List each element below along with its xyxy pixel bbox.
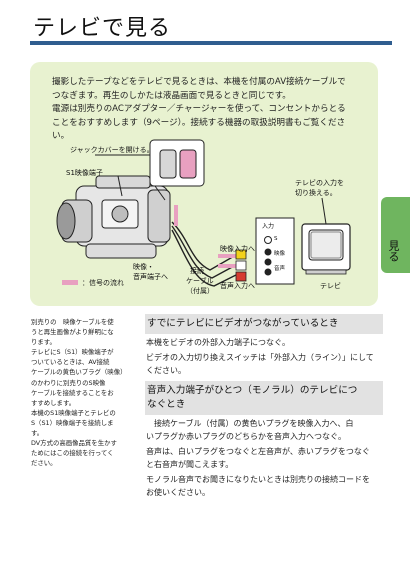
side-note: 別売りの 映像ケーブルを使 うと再生画像がより鮮明にな ります。 テレビにS（S…: [31, 317, 139, 468]
port-s-label: S: [274, 236, 278, 242]
section-paragraph: ビデオの入力切り換えスイッチは「外部入力（ライン）」にして: [146, 353, 374, 362]
signal-flow-label: ：信号の流れ: [82, 279, 124, 287]
tv-switch-label: テレビの入力を: [295, 179, 344, 187]
port-video-label: 映像: [274, 251, 286, 257]
section-paragraph: 本機をビデオの外部入力端子につなぐ。: [146, 338, 290, 347]
note-line: ります。: [31, 338, 56, 347]
intro-line: 撮影したテープなどをテレビで見るときは、本機を付属のAV接続ケーブルで: [52, 77, 346, 87]
section-line: と右音声が聞こえます。: [146, 460, 234, 469]
section-heading-line: 音声入力端子がひとつ（モノラル）のテレビにつ: [147, 385, 358, 396]
s1-terminal-label: S1映像端子: [66, 169, 103, 177]
intro-line: つなぎます。再生のしかたは液晶画面で見るときと同じです。: [52, 90, 291, 101]
section-heading: すでにテレビにビデオがつながっているとき: [145, 314, 383, 334]
intro-line: ことをおすすめします（9ページ）。接続する機器の取扱説明書もご覧くださ: [52, 117, 346, 128]
section-line: 接続ケーブル（付属）の黄色いプラグを映像入力へ、白: [146, 419, 354, 428]
audio-in-label: 音声入力へ: [220, 282, 255, 290]
tv-input-panel: [255, 217, 295, 285]
cable-label: （付属）: [186, 287, 214, 295]
cable-label: 接続: [190, 267, 204, 275]
note-line: す。: [31, 429, 44, 438]
note-line: 別売りの 映像ケーブルを使: [31, 318, 114, 326]
av-out-label: 音声端子へ: [133, 273, 168, 281]
section-body: 本機をビデオの外部入力端子につなぐ。 ビデオの入力切り換えスイッチは「外部入力（…: [146, 336, 382, 379]
note-line: ケーブルを接続することをお: [31, 388, 114, 397]
section-tab-label: 見る: [387, 240, 400, 262]
camcorder-illustration: [56, 175, 171, 259]
section-heading: 音声入力端子がひとつ（モノラル）のテレビにつ なぐとき: [145, 381, 383, 415]
note-line: うと再生画像がより鮮明にな: [31, 328, 114, 337]
cable-label: ケーブル: [186, 277, 214, 285]
section-line: 音声は、白いプラグをつなぐと左音声が、赤いプラグをつなぐ: [146, 447, 370, 456]
section-line: モノラル音声でお聞きになりたいときは別売りの接続コードを: [146, 475, 370, 484]
input-panel-label: 入力: [262, 223, 275, 230]
note-line: DV方式の高画像品質を生かす: [31, 439, 117, 448]
tv-illustration: [301, 223, 351, 275]
section-line: お使いください。: [146, 488, 210, 497]
tv-label: テレビ: [320, 282, 341, 290]
section-line: いプラグか赤いプラグのどちらかを音声入力へつなぐ。: [146, 432, 346, 441]
section-tab: [381, 197, 410, 273]
intro-text: 撮影したテープなどをテレビで見るときは、本機を付属のAV接続ケーブルで つなぎま…: [52, 76, 367, 144]
intro-line: い。: [52, 131, 70, 142]
signal-legend-swatch: [62, 280, 78, 285]
page-title: テレビで見る: [33, 16, 172, 41]
note-line: ためにはこの接続を行ってく: [31, 449, 114, 458]
video-in-label: 映像入力へ: [220, 245, 255, 253]
note-line: ついているときは、AV接続: [31, 358, 110, 367]
port-audio-label: 音声: [274, 266, 286, 272]
title-rule: [30, 41, 392, 45]
note-line: テレビにS（S1）映像端子が: [31, 348, 114, 357]
note-line: ケーブルの黄色いプラグ（映像）: [31, 368, 127, 377]
cable-line: [171, 221, 237, 271]
section-heading-line: なぐとき: [147, 399, 186, 410]
note-line: すすめします。: [31, 398, 76, 407]
av-out-label: 映像・: [133, 263, 154, 271]
note-line: S（S1）映像端子を接続しま: [31, 418, 114, 427]
intro-line: 電源は別売りのACアダプター／チャージャーを使って、コンセントからとる: [52, 104, 346, 115]
note-line: ださい。: [31, 459, 57, 468]
note-line: のかわりに別売りのS映像: [31, 378, 106, 387]
jack-cover-label: ジャックカバーを開ける。: [70, 146, 154, 154]
section-body: 接続ケーブル（付属）の黄色いプラグを映像入力へ、白 いプラグか赤いプラグのどちら…: [146, 417, 382, 499]
note-line: 本機のS1映像端子とテレビの: [31, 408, 116, 417]
tv-switch-label: 切り換える。: [295, 189, 337, 197]
section-paragraph: ください。: [146, 366, 186, 375]
